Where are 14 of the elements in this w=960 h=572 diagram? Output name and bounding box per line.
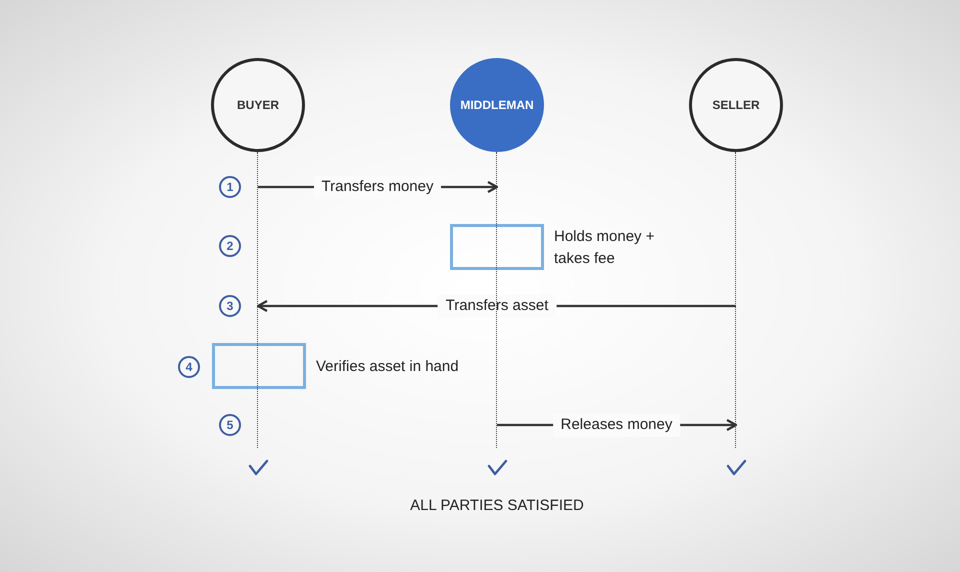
footer-caption: ALL PARTIES SATISFIED: [410, 496, 584, 516]
lifeline: [735, 152, 737, 448]
step-number: 4: [178, 356, 200, 378]
lifeline: [257, 152, 259, 448]
edge-label: Releases money: [552, 414, 680, 436]
step-description: Holds money + takes fee: [554, 227, 656, 269]
activation-box: [450, 224, 544, 270]
step-number: 5: [219, 414, 241, 436]
step-number: 3: [219, 295, 241, 317]
activation-box: [212, 343, 306, 389]
lifeline: [496, 152, 498, 448]
step-number: 1: [219, 176, 241, 198]
step-description: Verifies asset in hand: [316, 357, 460, 377]
step-number: 2: [219, 235, 241, 257]
